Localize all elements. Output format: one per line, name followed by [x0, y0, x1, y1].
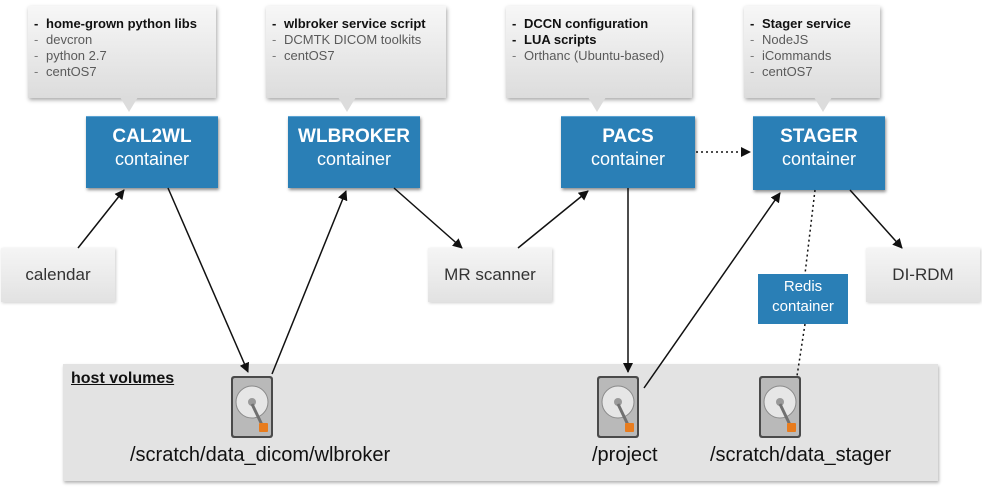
container-subtitle: container: [114, 149, 190, 169]
di-rdm-node: DI-RDM: [866, 248, 980, 302]
callout-item: DCMTK DICOM toolkits: [272, 32, 440, 48]
callout-item: Orthanc (Ubuntu-based): [512, 48, 686, 64]
stager-container[interactable]: STAGER container: [753, 116, 885, 190]
callout-item: DCCN configuration: [512, 16, 686, 32]
arrow-cal2wl-to-volume: [167, 187, 249, 373]
callout-pacs: DCCN configurationLUA scriptsOrthanc (Ub…: [506, 6, 692, 112]
hard-disk-icon: [597, 376, 639, 438]
container-subtitle: container: [781, 149, 857, 169]
callout-item: devcron: [34, 32, 210, 48]
arrow-mr-scanner-to-pacs: [517, 190, 589, 249]
wlbroker-container[interactable]: WLBROKER container: [288, 116, 420, 188]
arrow-stager-to-di-rdm: [849, 189, 903, 249]
container-subtitle: container: [316, 149, 392, 169]
callout-item: Stager service: [750, 16, 874, 32]
container-title: CAL2WL: [112, 126, 192, 147]
callout-item: NodeJS: [750, 32, 874, 48]
volume-label-wlbroker: /scratch/data_dicom/wlbroker: [130, 444, 391, 466]
hard-disk-icon: [231, 376, 273, 438]
pacs-container[interactable]: PACS container: [561, 116, 695, 188]
redis-title: Redis: [783, 278, 823, 295]
callout-cal2wl: home-grown python libsdevcronpython 2.7c…: [28, 6, 216, 112]
callout-item: home-grown python libs: [34, 16, 210, 32]
arrow-project-to-stager: [643, 192, 781, 389]
callout-item: iCommands: [750, 48, 874, 64]
arrow-calendar-to-cal2wl: [77, 189, 125, 249]
calendar-label: calendar: [25, 265, 91, 284]
callout-wlbroker: wlbroker service scriptDCMTK DICOM toolk…: [266, 6, 446, 112]
host-volumes-title: host volumes: [71, 370, 175, 387]
arrow-volume-to-wlbroker: [271, 190, 348, 375]
volume-label-project: /project: [592, 444, 658, 466]
container-title: PACS: [602, 126, 654, 147]
container-title: WLBROKER: [298, 126, 410, 147]
container-subtitle: container: [590, 149, 666, 169]
link-redis-stager-volume: [796, 323, 806, 377]
cal2wl-container[interactable]: CAL2WL container: [86, 116, 218, 188]
volume-label-stager: /scratch/data_stager: [710, 444, 892, 466]
mr-scanner-label: MR scanner: [444, 265, 536, 284]
calendar-node: calendar: [1, 248, 115, 302]
container-title: STAGER: [780, 126, 858, 147]
redis-subtitle: container: [772, 298, 834, 315]
callout-item: wlbroker service script: [272, 16, 440, 32]
callout-stager: Stager serviceNodeJSiCommandscentOS7: [744, 6, 880, 112]
callout-item: centOS7: [750, 64, 874, 80]
arrow-wlbroker-to-mr-scanner: [393, 187, 463, 249]
link-stager-redis: [804, 189, 816, 275]
mr-scanner-node: MR scanner: [428, 248, 552, 302]
di-rdm-label: DI-RDM: [892, 265, 954, 284]
callout-item: LUA scripts: [512, 32, 686, 48]
callout-item: centOS7: [34, 64, 210, 80]
callout-item: python 2.7: [34, 48, 210, 64]
hard-disk-icon: [759, 376, 801, 438]
redis-container[interactable]: Redis container: [758, 274, 848, 324]
callout-item: centOS7: [272, 48, 440, 64]
